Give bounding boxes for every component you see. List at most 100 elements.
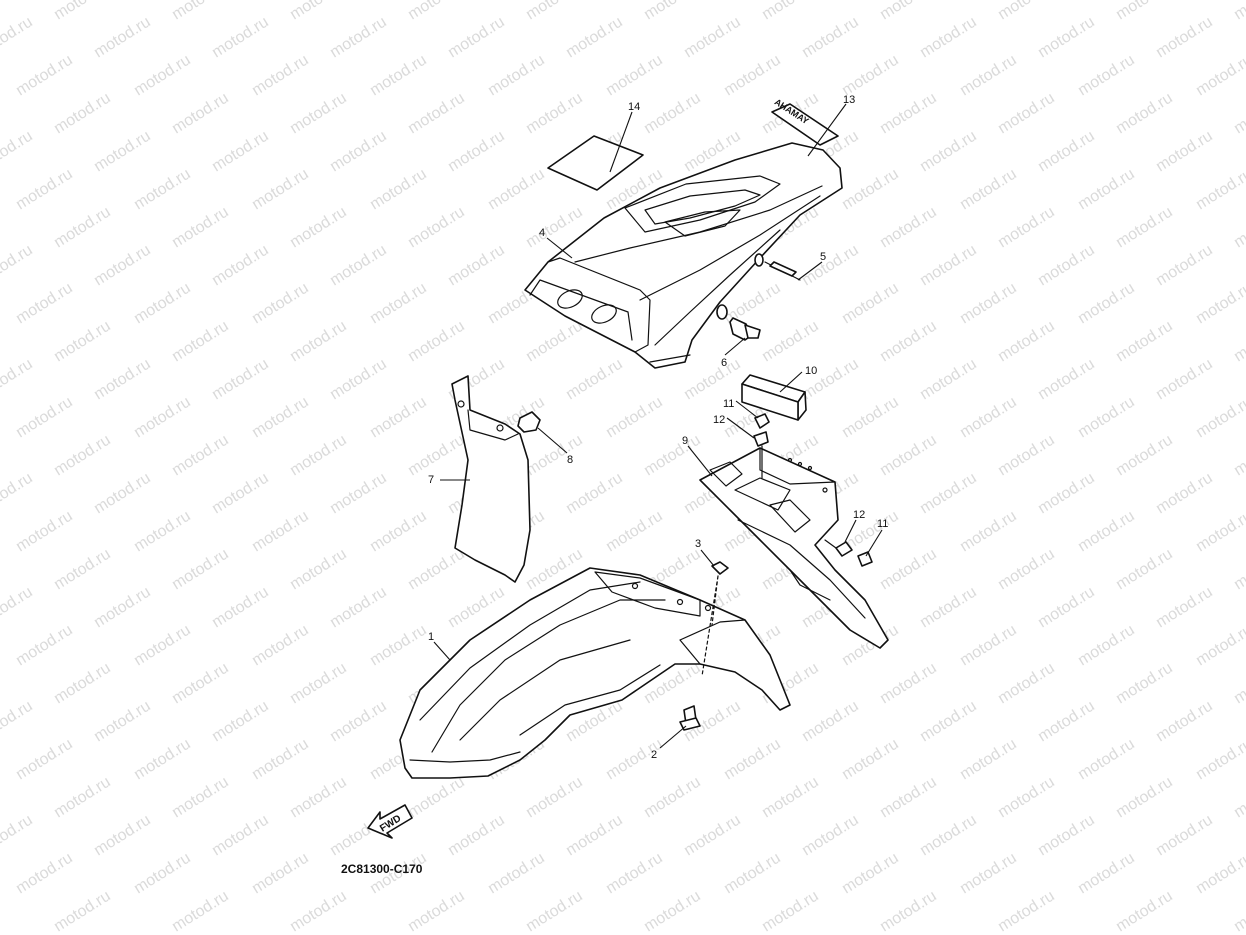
watermark-text: motod.ru	[1231, 0, 1246, 23]
watermark-text: motod.ru	[0, 698, 36, 746]
watermark-text: motod.ru	[877, 660, 940, 708]
watermark-text: motod.ru	[1231, 318, 1246, 366]
watermark-text: motod.ru	[0, 242, 36, 290]
watermark-text: motod.ru	[1113, 888, 1176, 935]
watermark-text: motod.ru	[0, 14, 36, 62]
part-1-front-fender	[399, 567, 791, 779]
watermark-text: motod.ru	[799, 698, 862, 746]
watermark-text: motod.ru	[209, 14, 272, 62]
watermark-text: motod.ru	[1193, 166, 1246, 214]
watermark-text: motod.ru	[995, 432, 1058, 480]
watermark-text: motod.ru	[877, 432, 940, 480]
watermark-text: motod.ru	[131, 52, 194, 100]
watermark-text: motod.ru	[1153, 812, 1216, 860]
watermark-text: motod.ru	[485, 850, 548, 898]
watermark-text: motod.ru	[0, 812, 36, 860]
watermark-text: motod.ru	[327, 584, 390, 632]
watermark-text: motod.ru	[1075, 508, 1138, 556]
watermark-text: motod.ru	[1193, 850, 1246, 898]
leader-lines	[433, 103, 883, 749]
watermark-text: motod.ru	[523, 318, 586, 366]
watermark-text: motod.ru	[1035, 128, 1098, 176]
watermark-text: motod.ru	[759, 888, 822, 935]
watermark-text: motod.ru	[13, 508, 76, 556]
watermark-text: motod.ru	[603, 508, 666, 556]
watermark-text: motod.ru	[957, 850, 1020, 898]
callout-11-lower: 11	[877, 518, 888, 530]
watermark-text: motod.ru	[917, 812, 980, 860]
watermark-text: motod.ru	[209, 470, 272, 518]
watermark-text: motod.ru	[877, 0, 940, 23]
watermark-text: motod.ru	[405, 90, 468, 138]
watermark-text: motod.ru	[51, 432, 114, 480]
watermark-text: motod.ru	[1035, 14, 1098, 62]
watermark-text: motod.ru	[131, 394, 194, 442]
watermark-text: motod.ru	[603, 850, 666, 898]
watermark-text: motod.ru	[877, 774, 940, 822]
watermark-text: motod.ru	[51, 204, 114, 252]
watermark-text: motod.ru	[839, 850, 902, 898]
watermark-text: motod.ru	[367, 52, 430, 100]
callout-13: 13	[843, 94, 855, 106]
watermark-text: motod.ru	[1035, 242, 1098, 290]
callout-10: 10	[805, 365, 817, 377]
watermark-text: motod.ru	[0, 470, 36, 518]
watermark-text: motod.ru	[169, 204, 232, 252]
watermark-text: motod.ru	[563, 812, 626, 860]
watermark-text: motod.ru	[563, 470, 626, 518]
watermark-text: motod.ru	[405, 774, 468, 822]
part-14-label-sheet	[547, 135, 644, 191]
watermark-text: motod.ru	[209, 356, 272, 404]
watermark-text: motod.ru	[877, 888, 940, 935]
watermark-text: motod.ru	[917, 698, 980, 746]
watermark-text: motod.ru	[445, 242, 508, 290]
watermark-text: motod.ru	[91, 812, 154, 860]
watermark-text: motod.ru	[169, 774, 232, 822]
watermark-text: motod.ru	[995, 318, 1058, 366]
watermark-text: motod.ru	[249, 394, 312, 442]
watermark-text: motod.ru	[523, 90, 586, 138]
watermark-text: motod.ru	[641, 432, 704, 480]
watermark-text: motod.ru	[51, 90, 114, 138]
watermark-text: motod.ru	[681, 356, 744, 404]
watermark-text: motod.ru	[641, 774, 704, 822]
watermark-text: motod.ru	[957, 508, 1020, 556]
watermark-text: motod.ru	[13, 166, 76, 214]
watermark-text: motod.ru	[995, 546, 1058, 594]
watermark-text: motod.ru	[367, 622, 430, 670]
callout-3: 3	[695, 538, 701, 550]
watermark-text: motod.ru	[287, 318, 350, 366]
part-2-bolt	[679, 705, 701, 731]
watermark-text: motod.ru	[51, 0, 114, 23]
watermark-text: motod.ru	[839, 736, 902, 784]
watermark-text: motod.ru	[1075, 736, 1138, 784]
callout-2: 2	[651, 749, 657, 761]
part-10-sponge	[741, 374, 807, 421]
watermark-text: motod.ru	[405, 204, 468, 252]
watermark-text: motod.ru	[1075, 280, 1138, 328]
watermark-text: motod.ru	[485, 52, 548, 100]
watermark-text: motod.ru	[249, 508, 312, 556]
part-4-rear-cowl	[524, 142, 843, 369]
watermark-text: motod.ru	[209, 242, 272, 290]
watermark-text: motod.ru	[995, 660, 1058, 708]
watermark-text: motod.ru	[327, 242, 390, 290]
watermark-text: motod.ru	[1113, 0, 1176, 23]
watermark-text: motod.ru	[799, 242, 862, 290]
watermark-text: motod.ru	[957, 622, 1020, 670]
watermark-text: motod.ru	[13, 280, 76, 328]
part-11-bolt-upper	[754, 413, 770, 429]
watermark-text: motod.ru	[13, 394, 76, 442]
watermark-text: motod.ru	[1035, 812, 1098, 860]
watermark-text: motod.ru	[1113, 774, 1176, 822]
watermark-text: motod.ru	[957, 52, 1020, 100]
watermark-text: motod.ru	[445, 812, 508, 860]
watermark-text: motod.ru	[485, 166, 548, 214]
watermark-text: motod.ru	[1113, 546, 1176, 594]
watermark-text: motod.ru	[523, 0, 586, 23]
watermark-text: motod.ru	[839, 166, 902, 214]
watermark-text: motod.ru	[209, 128, 272, 176]
watermark-text: motod.ru	[1035, 470, 1098, 518]
watermark-text: motod.ru	[287, 204, 350, 252]
callout-4: 4	[539, 227, 545, 239]
